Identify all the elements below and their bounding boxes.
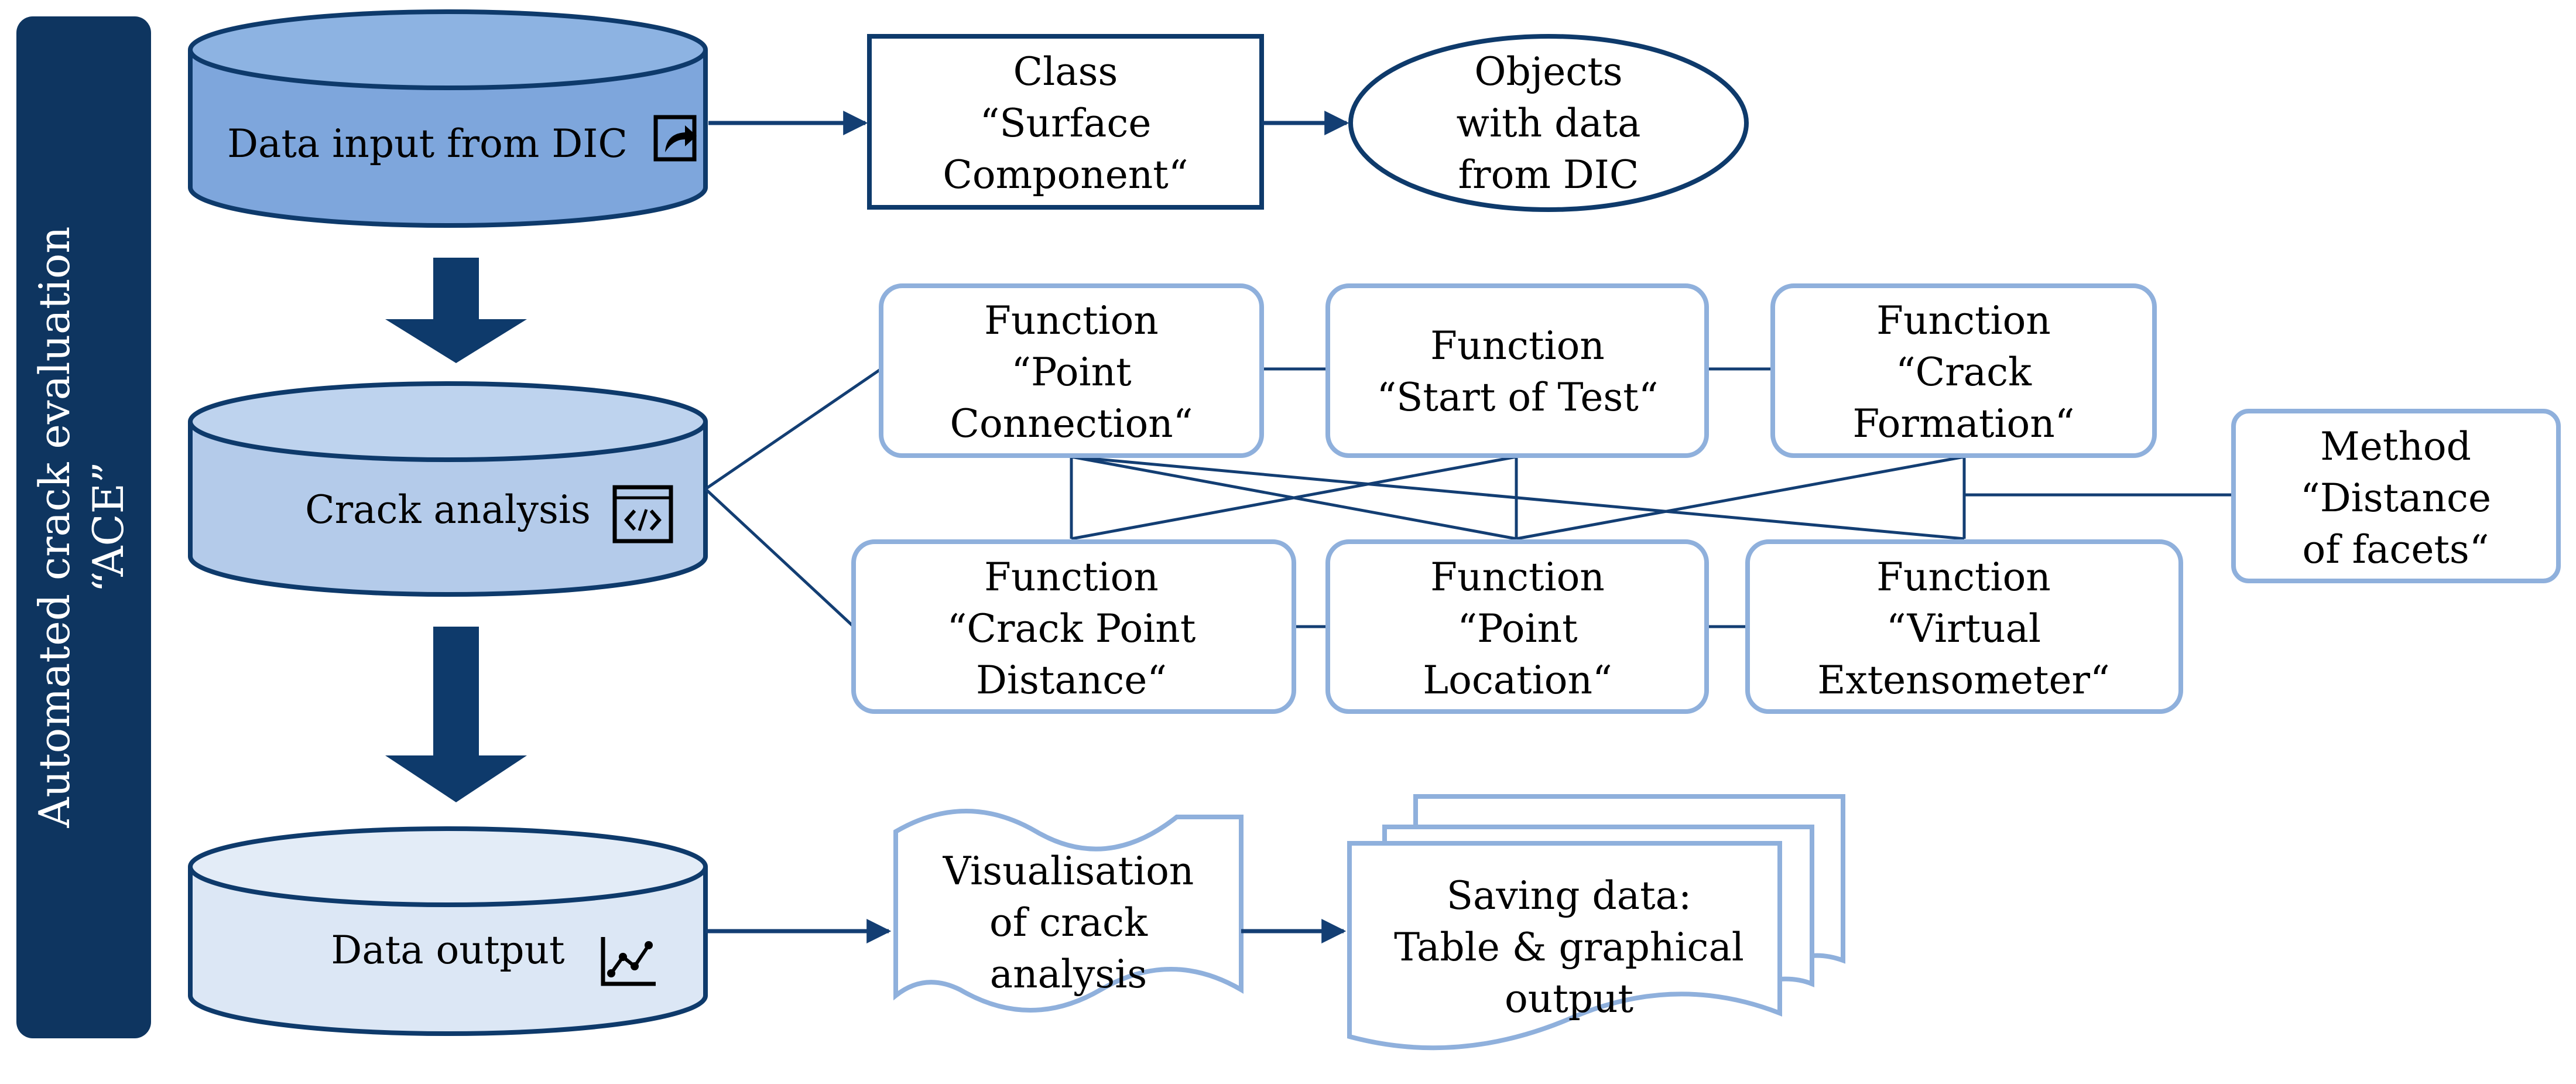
method-distance-of-facets: Method “Distance of facets“ — [2231, 409, 2561, 583]
saving-line3: output — [1505, 976, 1633, 1021]
f6-line1: Function — [1876, 555, 2051, 600]
f2-line1: Function — [1430, 323, 1605, 368]
class-box-line2: “Surface — [980, 101, 1152, 146]
class-box: Class “Surface Component“ — [867, 34, 1264, 210]
f5-line2: “Point — [1457, 606, 1577, 651]
f4-line1: Function — [984, 555, 1159, 600]
class-box-line1: Class — [1013, 49, 1118, 94]
visualisation-line2: of crack — [989, 900, 1148, 945]
method-line1: Method — [2320, 424, 2471, 469]
connector-analysis-top — [704, 367, 882, 491]
share-arrow-icon — [653, 115, 697, 162]
f5-line1: Function — [1430, 555, 1605, 600]
database-input-label: Data input from DIC — [227, 121, 628, 166]
method-line3: of facets“ — [2302, 527, 2489, 572]
objects-line3: from DIC — [1458, 152, 1639, 197]
saving-multidocument: Saving data: Table & graphical output — [1347, 794, 1845, 1051]
f5-line3: Location“ — [1423, 658, 1612, 703]
function-point-connection: Function “Point Connection“ — [879, 283, 1264, 458]
side-bar: Automated crack evaluation “ACE” — [16, 16, 151, 1038]
database-analysis: Crack analysis — [188, 381, 708, 597]
f3-line1: Function — [1876, 298, 2051, 343]
function-point-location: Function “Point Location“ — [1325, 539, 1709, 714]
f3-line3: Formation“ — [1852, 401, 2074, 446]
database-output-label: Data output — [331, 928, 564, 973]
visualisation-line1: Visualisation — [943, 849, 1194, 894]
class-box-line3: Component“ — [943, 152, 1188, 197]
down-arrow-1 — [385, 258, 527, 363]
f6-line2: “Virtual — [1886, 606, 2041, 651]
f1-line2: “Point — [1011, 350, 1131, 395]
function-crack-point-distance: Function “Crack Point Distance“ — [851, 539, 1296, 714]
side-label-line2: “ACE” — [84, 461, 133, 593]
side-label-line1: Automated crack evaluation — [30, 226, 79, 828]
f6-line3: Extensometer“ — [1817, 658, 2110, 703]
visualisation-line3: analysis — [990, 952, 1147, 997]
down-arrow-2 — [385, 627, 527, 802]
database-input: Data input from DIC — [188, 9, 708, 228]
visualisation-document: Visualisation of crack analysis — [893, 809, 1244, 1013]
f1-line3: Connection“ — [950, 401, 1193, 446]
method-connection-lines — [1070, 455, 2234, 541]
database-output: Data output — [188, 826, 708, 1036]
saving-line1: Saving data: — [1447, 873, 1691, 918]
code-window-icon — [612, 485, 673, 543]
objects-ellipse: Objects with data from DIC — [1348, 34, 1749, 212]
connector-analysis-bottom — [704, 488, 855, 628]
f4-line2: “Crack Point — [947, 606, 1196, 651]
saving-line2: Table & graphical — [1394, 925, 1744, 970]
method-line2: “Distance — [2300, 476, 2491, 521]
f2-line2: “Start of Test“ — [1376, 375, 1658, 420]
f4-line3: Distance“ — [976, 658, 1167, 703]
objects-line2: with data — [1456, 101, 1640, 146]
line-chart-icon — [601, 937, 656, 986]
f3-line2: “Crack — [1896, 350, 2032, 395]
function-start-of-test: Function “Start of Test“ — [1325, 283, 1709, 458]
database-analysis-label: Crack analysis — [305, 487, 591, 532]
f1-line1: Function — [984, 298, 1159, 343]
function-crack-formation: Function “Crack Formation“ — [1770, 283, 2157, 458]
objects-line1: Objects — [1474, 49, 1622, 94]
function-virtual-extensometer: Function “Virtual Extensometer“ — [1745, 539, 2183, 714]
